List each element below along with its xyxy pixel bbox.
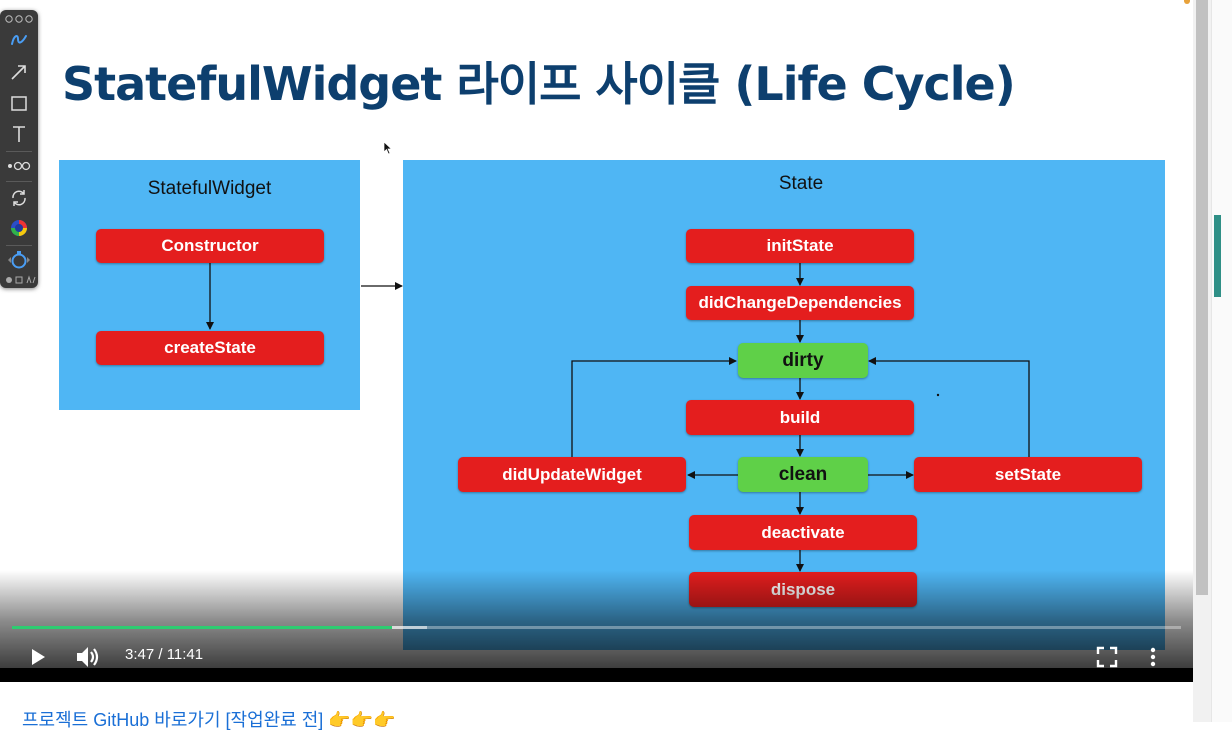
stateful-widget-panel: StatefulWidget [59,160,360,410]
toolbar-window-controls[interactable] [0,12,38,26]
node-init-state: initState [686,229,914,263]
rotate-icon [12,190,26,206]
pointing-hand-icon: 👉👉👉 [328,710,396,730]
github-link-text: 프로젝트 GitHub 바로가기 [작업완료 전] [22,710,324,730]
notification-dot [1184,0,1190,4]
scrollbar-thumb[interactable] [1196,0,1208,595]
play-button[interactable] [26,645,50,669]
rectangle-tool-icon [11,96,27,111]
arrow-tool-icon [11,65,26,80]
mouse-cursor-icon [383,141,393,155]
toolbar-footer-controls[interactable] [0,273,38,287]
fullscreen-button[interactable] [1095,645,1119,669]
toolbar-divider [6,181,32,182]
volume-button[interactable] [74,643,102,671]
time-display: 3:47 / 11:41 [125,646,204,663]
color-picker[interactable] [0,216,38,240]
node-deactivate: deactivate [689,515,917,550]
node-set-state: setState [914,457,1142,492]
rectangle-tool[interactable] [0,91,38,115]
link-tool[interactable] [0,155,38,177]
color-picker-icon [11,220,27,236]
progress-bar[interactable] [12,626,1181,629]
node-clean: clean [738,457,868,492]
play-icon [32,649,45,665]
github-link[interactable]: 프로젝트 GitHub 바로가기 [작업완료 전] 👉👉👉 [22,706,396,732]
node-did-change-dependencies: didChangeDependencies [686,286,914,320]
right-pane-accent [1214,215,1221,297]
rotate-tool[interactable] [0,186,38,210]
more-options-icon [1150,647,1156,667]
text-tool[interactable] [0,122,38,146]
stroke-width-control[interactable] [0,248,38,272]
more-options-button[interactable] [1143,645,1163,669]
annotation-toolbar [0,10,38,288]
stateful-widget-panel-title: StatefulWidget [147,178,272,199]
player-bottom-bar [0,668,1193,682]
progress-played [12,626,392,629]
link-tool-icon [8,161,31,171]
window-controls-icon [5,15,33,23]
state-panel-title: State [778,173,824,194]
pen-tool[interactable] [0,28,38,52]
stroke-width-icon [8,251,30,269]
toolbar-divider [6,245,32,246]
pen-tool-icon [11,35,27,45]
node-dirty: dirty [738,343,868,378]
fullscreen-icon [1096,646,1118,668]
node-create-state: createState [96,331,324,365]
node-did-update-widget: didUpdateWidget [458,457,686,492]
arrow-tool[interactable] [0,60,38,84]
right-side-pane [1211,0,1232,722]
toolbar-divider [6,151,32,152]
volume-icon [77,647,99,667]
node-build: build [686,400,914,435]
text-tool-icon [13,126,25,142]
slide-title: StatefulWidget 라이프 사이클 (Life Cycle) [62,57,1016,111]
video-player[interactable]: StatefulWidget 라이프 사이클 (Life Cycle) Stat… [0,0,1193,682]
node-constructor: Constructor [96,229,324,263]
toolbar-settings-icon [6,275,36,284]
